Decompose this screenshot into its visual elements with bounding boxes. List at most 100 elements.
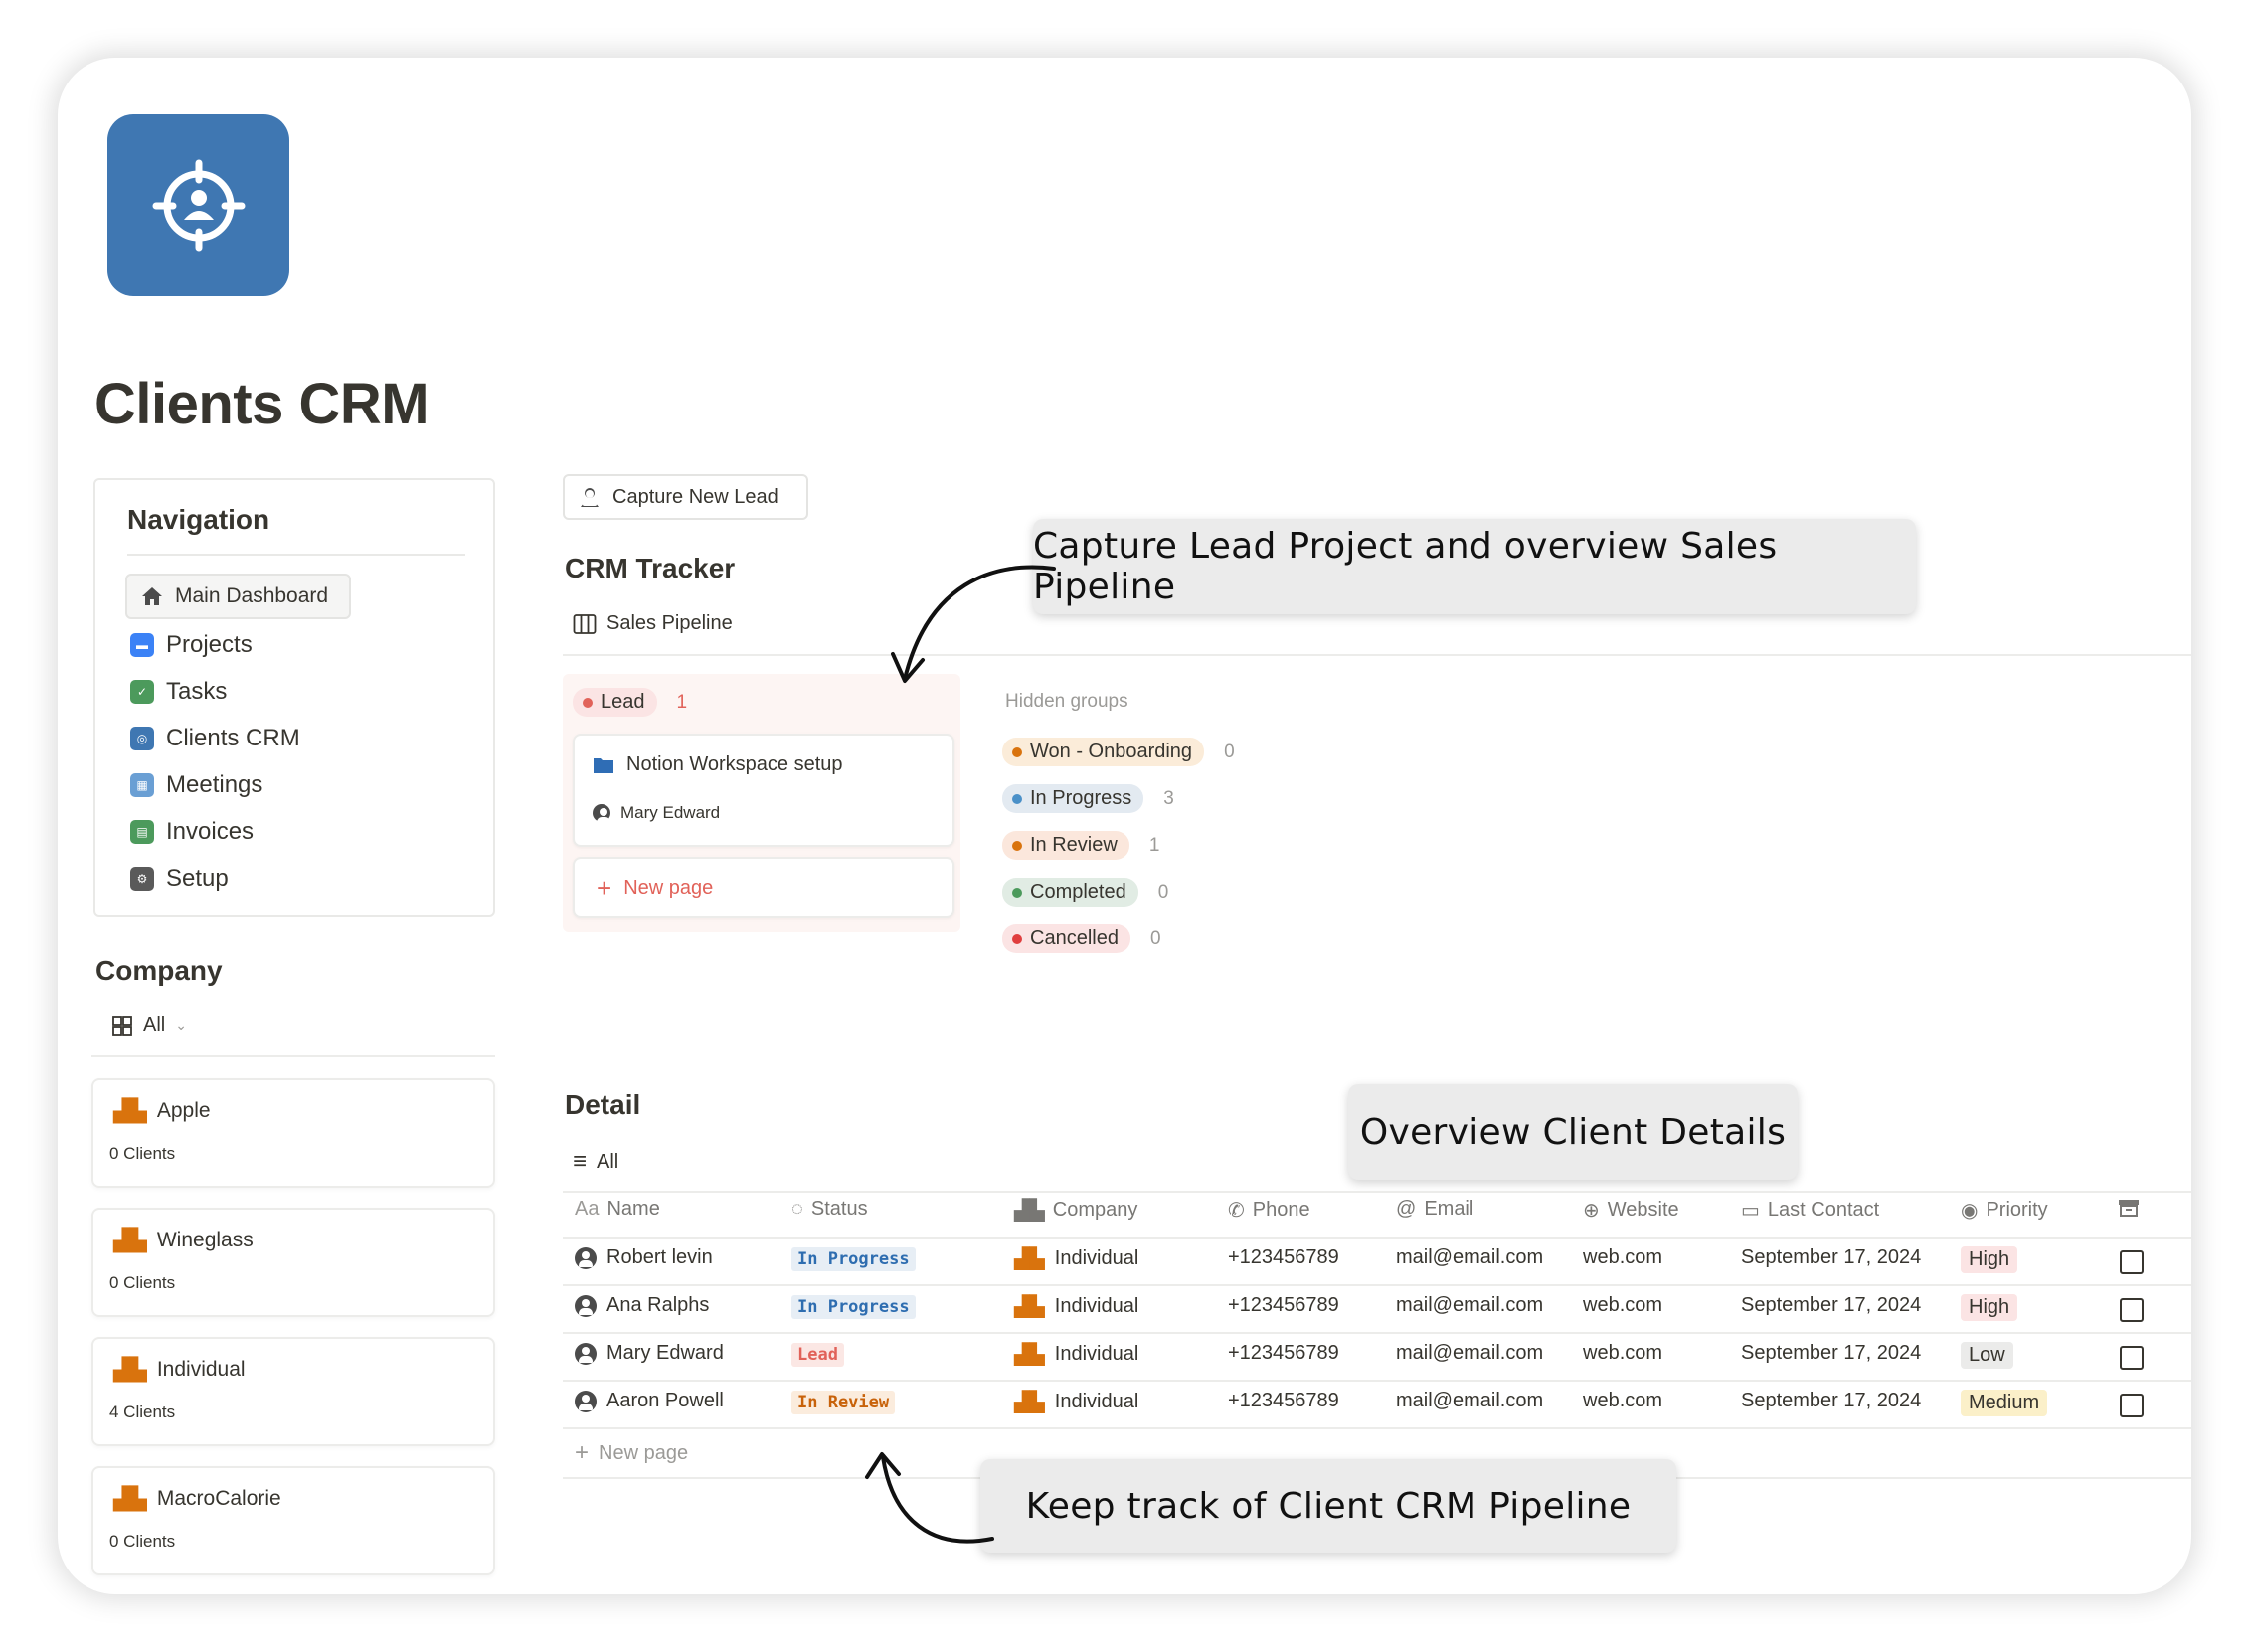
- callout-pipeline: Capture Lead Project and overview Sales …: [1033, 519, 1916, 614]
- table-header-border: [563, 1237, 2191, 1239]
- phone-icon: ✆: [1228, 1200, 1245, 1222]
- row-checkbox[interactable]: [2120, 1298, 2144, 1322]
- lead-group-pill[interactable]: Lead: [573, 688, 657, 717]
- person-icon: [579, 486, 601, 508]
- status-badge: In Progress: [791, 1247, 916, 1271]
- cell-website[interactable]: web.com: [1583, 1246, 1663, 1268]
- person-icon: [575, 1390, 597, 1412]
- sales-pipeline-tab[interactable]: Sales Pipeline: [573, 612, 733, 635]
- row-checkbox[interactable]: [2120, 1250, 2144, 1274]
- company-card-individual[interactable]: ▟▙Individual 4 Clients: [91, 1337, 495, 1446]
- navigation-divider: [127, 554, 465, 556]
- company-title: Company: [95, 955, 223, 986]
- col-header-phone[interactable]: ✆Phone: [1228, 1198, 1310, 1223]
- nav-item-clients-crm[interactable]: ◎ Clients CRM: [130, 725, 300, 752]
- chevron-down-icon: ⌄: [175, 1017, 187, 1033]
- cell-website[interactable]: web.com: [1583, 1390, 1663, 1411]
- capture-new-lead-button[interactable]: Capture New Lead: [563, 474, 808, 520]
- col-header-last-contact[interactable]: ▭Last Contact: [1741, 1198, 1879, 1223]
- row-checkbox[interactable]: [2120, 1346, 2144, 1370]
- col-header-label: Last Contact: [1767, 1199, 1880, 1221]
- col-header-email[interactable]: @Email: [1396, 1198, 1473, 1221]
- hidden-group-in-progress[interactable]: In Progress 3: [1002, 784, 1174, 813]
- company-client-count: 0 Clients: [109, 1144, 176, 1163]
- nav-item-label: Meetings: [166, 771, 263, 798]
- factory-icon: ▟▙: [1014, 1200, 1045, 1222]
- new-page-label: New page: [623, 876, 714, 899]
- status-badge: In Review: [791, 1391, 896, 1414]
- cell-website[interactable]: web.com: [1583, 1342, 1663, 1364]
- hidden-group-count: 1: [1148, 834, 1160, 856]
- factory-icon: ▟▙: [113, 1228, 147, 1252]
- company-client-count: 0 Clients: [109, 1532, 176, 1551]
- priority-badge: High: [1961, 1246, 2018, 1273]
- cell-email[interactable]: mail@email.com: [1396, 1294, 1544, 1316]
- cell-last-contact: September 17, 2024: [1741, 1390, 1922, 1411]
- detail-view-tab[interactable]: ≡ All: [573, 1148, 618, 1176]
- nav-item-setup[interactable]: ⚙ Setup: [130, 865, 229, 893]
- col-header-status[interactable]: ◌Status: [791, 1198, 868, 1221]
- col-header-website[interactable]: ⊕Website: [1583, 1198, 1679, 1223]
- target-icon: ◎: [130, 727, 154, 750]
- company-name: Apple: [156, 1099, 211, 1122]
- nav-item-meetings[interactable]: ▦ Meetings: [130, 771, 262, 799]
- col-header-priority[interactable]: ◉Priority: [1961, 1198, 2048, 1223]
- factory-icon: ▟▙: [113, 1098, 147, 1123]
- cell-company: Individual: [1054, 1295, 1139, 1317]
- table-new-page-button[interactable]: +New page: [575, 1439, 688, 1467]
- plus-icon: +: [575, 1439, 590, 1466]
- navigation-panel: Navigation Main Dashboard ▬ Projects ✓ T…: [93, 478, 495, 917]
- company-name: Wineglass: [156, 1229, 254, 1251]
- col-header-label: Status: [810, 1198, 868, 1220]
- hidden-group-in-review[interactable]: In Review 1: [1002, 831, 1159, 860]
- hidden-group-count: 0: [1224, 741, 1235, 762]
- nav-item-tasks[interactable]: ✓ Tasks: [130, 678, 227, 706]
- status-badge: Lead: [791, 1343, 844, 1367]
- company-name: MacroCalorie: [156, 1487, 281, 1510]
- tracker-divider: [563, 654, 2191, 656]
- cell-email[interactable]: mail@email.com: [1396, 1390, 1544, 1411]
- hidden-group-completed[interactable]: Completed 0: [1002, 878, 1168, 907]
- company-card-apple[interactable]: ▟▙ Apple 0 Clients: [91, 1078, 495, 1188]
- company-card-macrocalorie[interactable]: ▟▙MacroCalorie 0 Clients: [91, 1466, 495, 1575]
- lead-column: Lead 1 Notion Workspace setup Mary Edwar…: [563, 674, 960, 932]
- cell-phone: +123456789: [1228, 1294, 1339, 1316]
- cell-email[interactable]: mail@email.com: [1396, 1342, 1544, 1364]
- nav-item-invoices[interactable]: ▤ Invoices: [130, 818, 254, 846]
- select-icon: ◉: [1961, 1200, 1979, 1222]
- company-card-wineglass[interactable]: ▟▙Wineglass 0 Clients: [91, 1208, 495, 1317]
- new-page-button[interactable]: + New page: [573, 857, 954, 918]
- clients-crm-page-icon: [107, 114, 289, 296]
- folder-icon: [594, 757, 613, 773]
- list-icon: ≡: [573, 1148, 588, 1175]
- company-name: Individual: [156, 1358, 246, 1381]
- page-frame: Clients CRM Navigation Main Dashboard ▬ …: [58, 58, 2191, 1594]
- hidden-group-count: 0: [1157, 881, 1169, 903]
- callout-details: Overview Client Details: [1348, 1084, 1798, 1180]
- archive-icon[interactable]: [2118, 1198, 2140, 1218]
- row-divider: [563, 1427, 2191, 1429]
- gear-icon: ⚙: [130, 867, 154, 891]
- lead-group-count: 1: [676, 691, 688, 713]
- col-header-label: Name: [606, 1198, 660, 1220]
- priority-badge: Low: [1961, 1342, 2013, 1369]
- col-header-label: Website: [1607, 1199, 1679, 1221]
- col-header-company[interactable]: ▟▙Company: [1014, 1198, 1137, 1223]
- main-dashboard-button[interactable]: Main Dashboard: [125, 574, 351, 619]
- nav-item-label: Clients CRM: [166, 725, 300, 751]
- cell-email[interactable]: mail@email.com: [1396, 1246, 1544, 1268]
- lead-card[interactable]: Notion Workspace setup Mary Edward: [573, 734, 954, 847]
- company-view-tab[interactable]: All ⌄: [111, 1014, 187, 1037]
- factory-icon: ▟▙: [1014, 1248, 1045, 1270]
- hidden-group-won-onboarding[interactable]: Won - Onboarding 0: [1002, 738, 1235, 766]
- cell-phone: +123456789: [1228, 1342, 1339, 1364]
- detail-view-label: All: [597, 1150, 619, 1173]
- detail-title: Detail: [565, 1089, 641, 1120]
- cell-last-contact: September 17, 2024: [1741, 1342, 1922, 1364]
- hidden-group-cancelled[interactable]: Cancelled 0: [1002, 924, 1161, 953]
- nav-item-projects[interactable]: ▬ Projects: [130, 631, 253, 659]
- page-title: Clients CRM: [94, 372, 430, 436]
- cell-website[interactable]: web.com: [1583, 1294, 1663, 1316]
- row-checkbox[interactable]: [2120, 1394, 2144, 1417]
